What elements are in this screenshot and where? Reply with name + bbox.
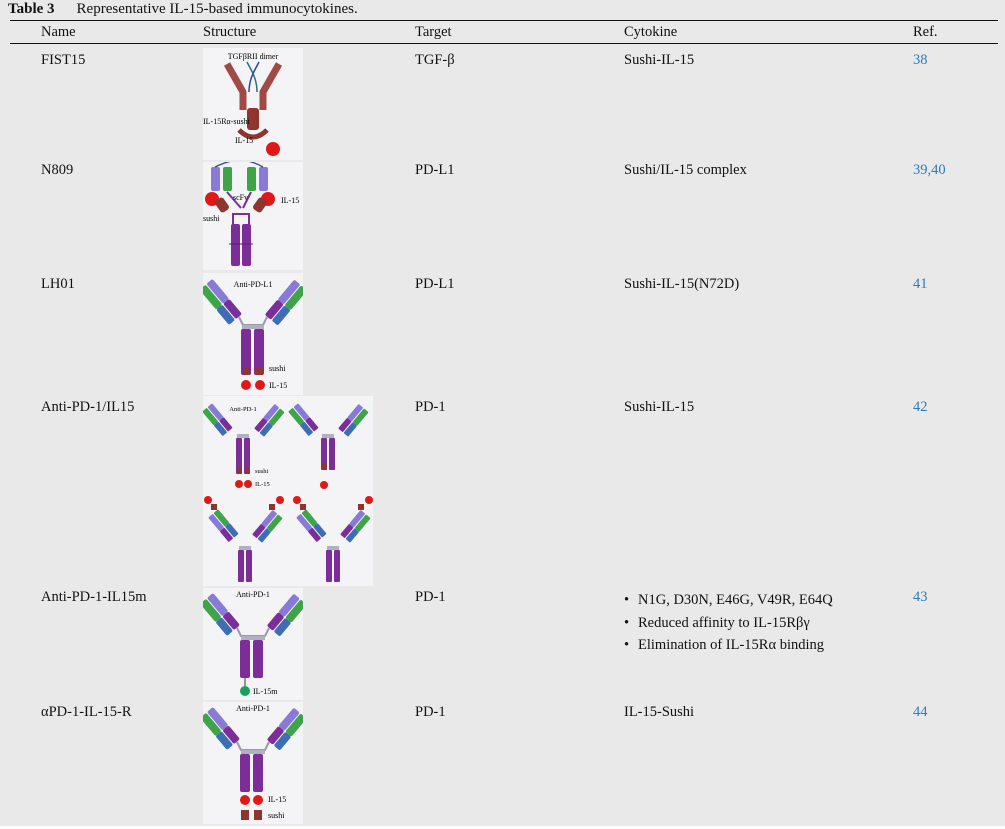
apd1-il15-r-structure-diagram: Anti-PD-1 IL-15 sushi (200, 702, 306, 824)
row-name: FIST15 (41, 52, 86, 68)
row-cytokine: Sushi-IL-15(N72D) (624, 276, 740, 292)
anti-pd1-il15-sushi-label: sushi (255, 468, 269, 475)
anti-pd1-il15m-il15m-label: IL-15m (253, 687, 278, 696)
top-rule (10, 20, 998, 21)
list-item: •N1G, D30N, E46G, V49R, E64Q (624, 592, 833, 608)
table-title: Representative IL-15-based immunocytokin… (76, 1, 358, 17)
row-cytokine: Sushi-IL-15 (624, 52, 695, 68)
fist15-structure-diagram: TGFβRII dimer IL-15Rα-sushi IL-15 (203, 48, 303, 160)
anti-pd1-il15m-structure-diagram: Anti-PD-1 IL-15m (200, 588, 306, 700)
row-cytokine: Sushi/IL-15 complex (624, 162, 747, 178)
lh01-structure-diagram: Anti-PD-L1 sushi IL-15 (200, 273, 307, 395)
row-target: PD-1 (415, 704, 446, 720)
header-target: Target (415, 24, 452, 40)
apd1-il15-r-antibody-label: Anti-PD-1 (236, 704, 270, 713)
header-rule (10, 43, 998, 44)
row-ref-link[interactable]: 38 (913, 52, 928, 68)
row-ref: 39,40 (913, 162, 946, 178)
header-structure: Structure (203, 24, 257, 40)
row-name: αPD-1-IL-15-R (41, 704, 132, 720)
header-name: Name (41, 24, 76, 40)
fist15-sushi-label: IL-15Rα-sushi (203, 117, 251, 126)
anti-pd1-il15-il15-label: IL-15 (255, 481, 270, 488)
row-ref-link[interactable]: 40 (931, 162, 946, 178)
row-name: N809 (41, 162, 74, 178)
table-label: Table 3 (8, 1, 55, 17)
n809-il15-label: IL-15 (281, 196, 299, 205)
lh01-il15-label: IL-15 (269, 381, 287, 390)
anti-pd1-il15-antibody-label: Anti-PD-1 (229, 406, 256, 413)
row-name: LH01 (41, 276, 75, 292)
fist15-il15-label: IL-15 (235, 136, 253, 145)
row-ref-link[interactable]: 43 (913, 589, 928, 605)
anti-pd1-il15-structure-diagram: Anti-PD-1 sushi IL-15 (202, 396, 373, 586)
anti-pd1-il15m-antibody-label: Anti-PD-1 (236, 590, 270, 599)
apd1-il15-r-il15-label: IL-15 (268, 795, 286, 804)
header-cytokine: Cytokine (624, 24, 678, 40)
row-ref-link[interactable]: 42 (913, 399, 928, 415)
lh01-antibody-label: Anti-PD-L1 (234, 280, 273, 289)
row-ref-link[interactable]: 39 (913, 162, 928, 178)
n809-scfv-label: scFv (233, 193, 248, 202)
row-target: PD-L1 (415, 276, 455, 292)
row-name: Anti-PD-1-IL15m (41, 589, 147, 605)
n809-sushi-label: sushi (203, 214, 220, 223)
table-caption: Table 3 Representative IL-15-based immuno… (8, 0, 358, 18)
row-cytokine: IL-15-Sushi (624, 704, 695, 720)
row-name: Anti-PD-1/IL15 (41, 399, 135, 415)
list-item: •Reduced affinity to IL-15Rβγ (624, 614, 810, 631)
apd1-il15-r-sushi-label: sushi (268, 811, 285, 820)
row-ref-link[interactable]: 44 (913, 704, 928, 720)
n809-structure-diagram: scFv IL-15 sushi (203, 159, 303, 270)
header-ref: Ref. (913, 24, 938, 40)
row-cytokine: Sushi-IL-15 (624, 399, 695, 415)
row-target: PD-1 (415, 399, 446, 415)
row-target: PD-1 (415, 589, 446, 605)
cytokine-bullet-list: •N1G, D30N, E46G, V49R, E64Q •Reduced af… (624, 589, 833, 657)
lh01-sushi-label: sushi (269, 364, 286, 373)
row-target: TGF-β (415, 52, 455, 68)
fist15-dimer-label: TGFβRII dimer (228, 52, 279, 61)
list-item: •Elimination of IL-15Rα binding (624, 637, 825, 653)
row-ref-link[interactable]: 41 (913, 276, 928, 292)
row-target: PD-L1 (415, 162, 455, 178)
